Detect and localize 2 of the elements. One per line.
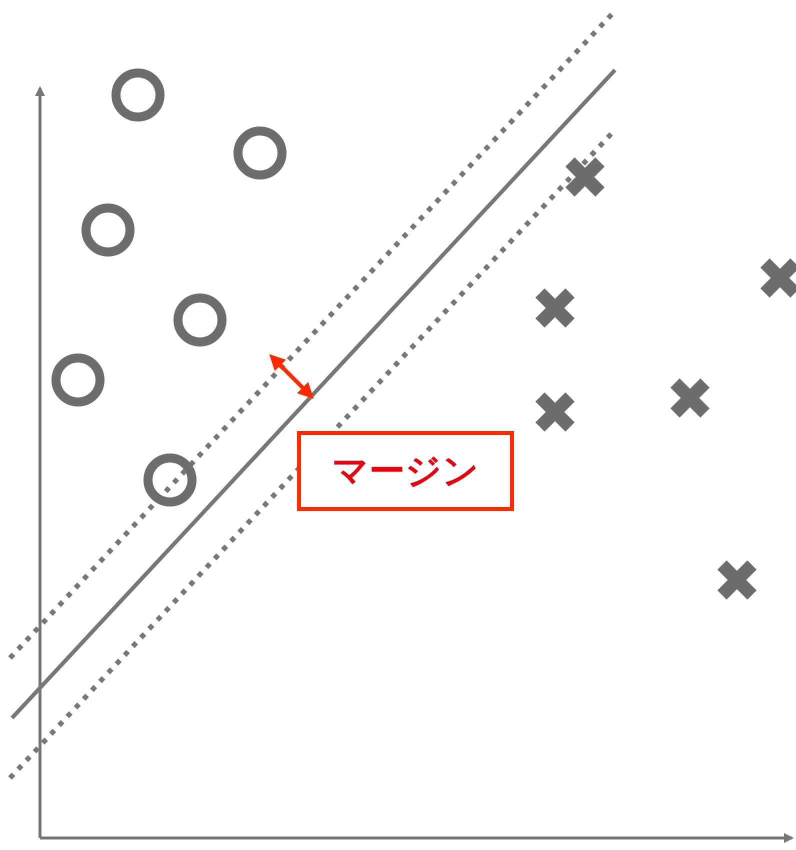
label-box (297, 431, 514, 511)
margin-label: マージン (332, 450, 479, 494)
